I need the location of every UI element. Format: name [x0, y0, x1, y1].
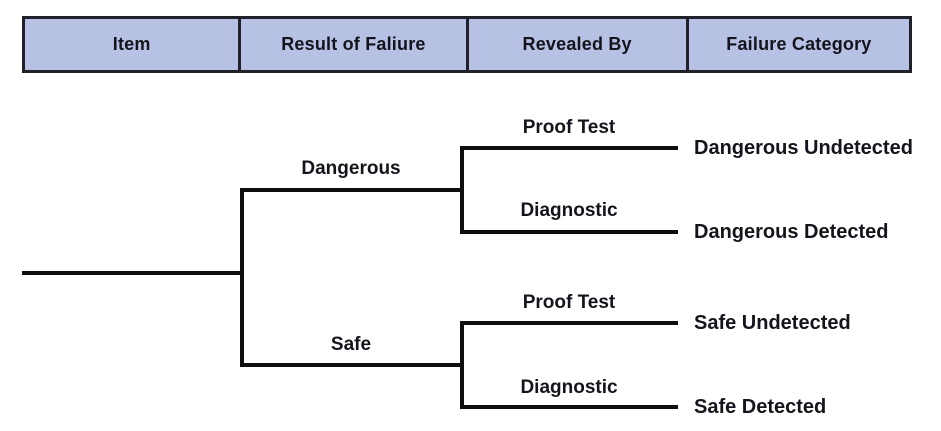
dangerous-branch-line — [240, 188, 464, 192]
header-cell-result-of-failure: Result of Faliure — [241, 19, 469, 70]
branch-label-diagnostic-dangerous: Diagnostic — [520, 200, 618, 221]
header-cell-failure-category: Failure Category — [726, 34, 872, 54]
branch-label-proof-test-dangerous: Proof Test — [522, 117, 616, 138]
branch-label-safe: Safe — [330, 334, 372, 355]
leaf-label-dangerous-detected: Dangerous Detected — [694, 221, 889, 243]
safe-proof-test-line — [460, 321, 678, 325]
root-branch-line — [22, 271, 244, 275]
trunk-vertical-line — [240, 188, 244, 367]
branch-label-diagnostic-safe: Diagnostic — [520, 377, 618, 398]
dangerous-proof-test-line — [460, 146, 678, 150]
dangerous-diagnostic-line — [460, 230, 678, 234]
safe-diagnostic-line — [460, 405, 678, 409]
branch-label-proof-test-safe: Proof Test — [522, 292, 616, 313]
safe-branch-line — [240, 363, 464, 367]
header-table: Item Result of Faliure Revealed By Failu… — [22, 16, 912, 73]
dangerous-split-vertical-line — [460, 146, 464, 234]
leaf-label-safe-undetected: Safe Undetected — [694, 312, 851, 334]
header-cell-revealed-by: Revealed By — [469, 19, 689, 70]
leaf-label-safe-detected: Safe Detected — [694, 396, 827, 418]
header-cell-item: Item — [25, 19, 242, 70]
leaf-label-dangerous-undetected: Dangerous Undetected — [694, 137, 913, 159]
branch-label-dangerous: Dangerous — [301, 158, 401, 179]
safe-split-vertical-line — [460, 321, 464, 409]
